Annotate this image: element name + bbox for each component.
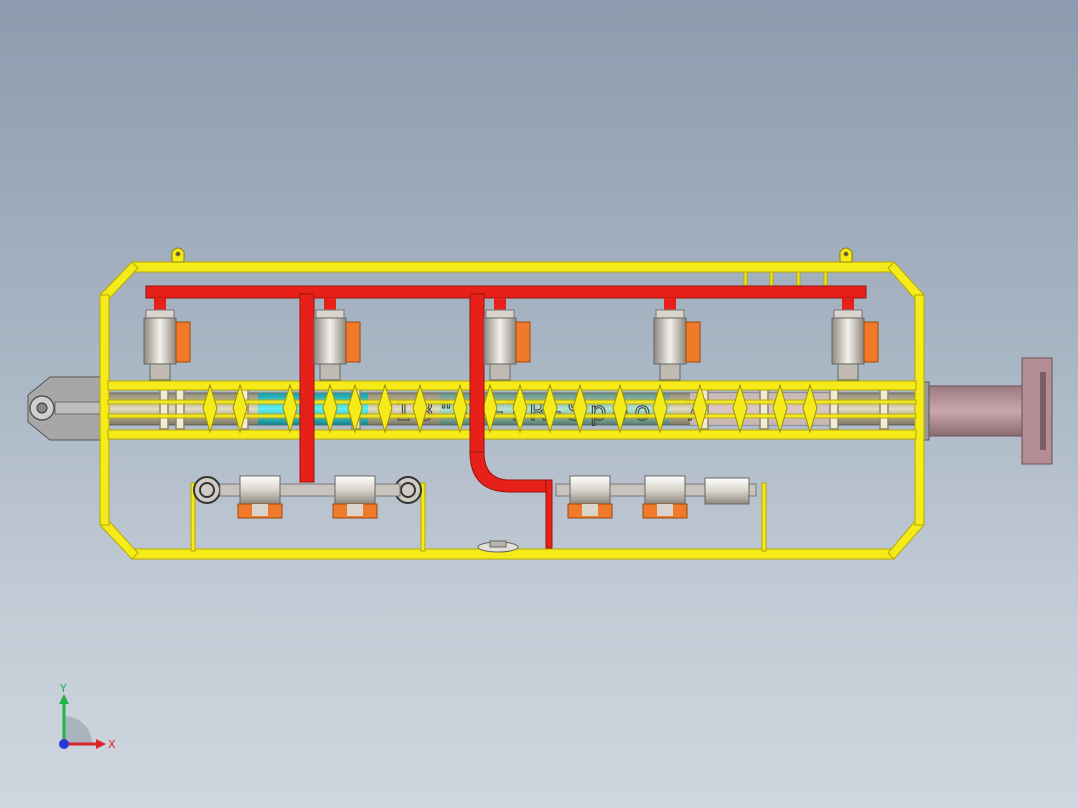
x-axis-label: X	[108, 738, 116, 751]
valve-top-2[interactable]	[313, 298, 361, 381]
valve-top-4[interactable]	[653, 298, 701, 381]
skid-frame[interactable]	[99, 261, 925, 560]
drain-plate[interactable]	[477, 540, 519, 553]
valve-top-1[interactable]	[143, 298, 191, 381]
orientation-triad[interactable]: Y X	[40, 680, 130, 770]
bottom-valve-group-left[interactable]	[193, 475, 422, 519]
y-axis-arrowhead	[59, 694, 69, 704]
outlet-pipe-extension[interactable]	[914, 357, 1053, 465]
lifting-lugs[interactable]	[171, 247, 853, 263]
valve-top-3[interactable]	[483, 298, 531, 381]
inlet-clevis[interactable]	[27, 376, 109, 441]
x-axis-arrowhead	[96, 739, 106, 749]
y-axis-label: Y	[59, 682, 67, 695]
spool-clamps	[202, 383, 818, 434]
top-valve-row[interactable]	[143, 298, 879, 381]
z-axis-dot	[59, 739, 69, 749]
valve-top-5[interactable]	[831, 298, 879, 381]
bottom-valve-group-right[interactable]	[555, 475, 757, 519]
